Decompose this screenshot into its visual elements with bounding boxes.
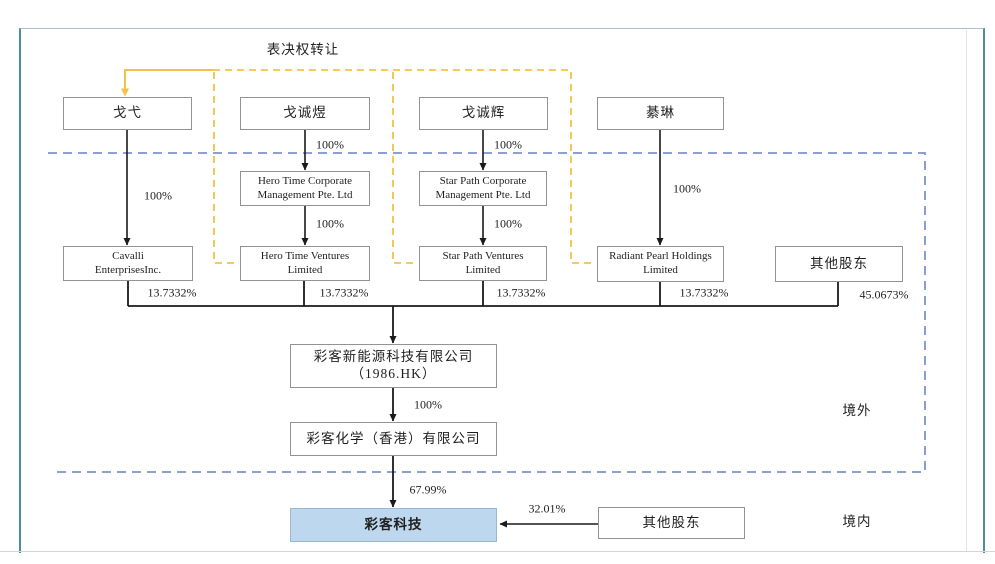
- node-label: 戈诚煜: [283, 105, 327, 121]
- node-label-line1: Cavalli: [112, 249, 144, 262]
- region-label-offshore: 境外: [842, 403, 872, 418]
- percent-chemicalhk-caiketech: 67.99%: [409, 482, 447, 497]
- node-qi-lin: 綦琳: [597, 97, 724, 130]
- node-caike-chemical-hk: 彩客化学（香港）有限公司: [290, 422, 497, 456]
- percent-radiant-stake: 13.7332%: [679, 285, 729, 300]
- node-label-line1: Hero Time Corporate: [257, 174, 353, 187]
- node-label: 其他股东: [810, 255, 868, 271]
- diagram-title: 表决权转让: [266, 42, 340, 57]
- node-label-line2: Limited: [465, 263, 501, 276]
- percent-cavalli-stake: 13.7332%: [147, 285, 197, 300]
- offshore-boundary-dashed: [48, 152, 926, 473]
- node-label-line1: Star Path Ventures: [442, 249, 524, 262]
- node-label-line2: Limited: [643, 264, 678, 276]
- percent-heroventures-stake: 13.7332%: [319, 285, 369, 300]
- bottom-divider: [0, 551, 995, 552]
- node-label-line1: Radiant Pearl Holdings: [609, 250, 712, 263]
- percent-geyi-cavalli: 100%: [144, 188, 172, 203]
- node-hero-time-corporate: Hero Time Corporate Management Pte. Ltd: [240, 171, 370, 206]
- node-label: 彩客科技: [364, 516, 423, 532]
- node-caike-new-energy: 彩客新能源科技有限公司 （1986.HK）: [290, 344, 497, 388]
- percent-gechengyu-herocorp: 100%: [316, 137, 344, 152]
- node-star-path-ventures: Star Path Ventures Limited: [419, 246, 547, 281]
- percent-starcorp-starventures: 100%: [494, 216, 522, 231]
- percent-herocorp-heroventures: 100%: [316, 216, 344, 231]
- diagram-frame: [19, 28, 985, 553]
- node-label-line1: 彩客新能源科技有限公司: [313, 349, 474, 365]
- percent-qilin-radiant: 100%: [673, 181, 701, 196]
- node-label-line2: Management Pte. Ltd: [257, 188, 353, 201]
- voting-transfer-dashed-radiant: [570, 72, 594, 264]
- node-other-shareholders-onshore: 其他股东: [598, 507, 745, 539]
- node-star-path-corporate: Star Path Corporate Management Pte. Ltd: [419, 171, 547, 206]
- node-hero-time-ventures: Hero Time Ventures Limited: [240, 246, 370, 281]
- node-label: 彩客化学（香港）有限公司: [306, 430, 481, 446]
- voting-transfer-dashed-star: [392, 72, 416, 264]
- percent-othershareholders-offshore-stake: 45.0673%: [859, 287, 909, 302]
- node-label: 綦琳: [646, 105, 675, 121]
- node-label: 戈诚辉: [461, 105, 506, 121]
- voting-transfer-arrow: [121, 69, 213, 97]
- node-label-line2: （1986.HK）: [350, 366, 437, 381]
- node-label: 其他股东: [642, 514, 701, 530]
- shareholder-bus: [127, 281, 839, 307]
- percent-othershareholders-onshore-stake: 32.01%: [528, 501, 566, 516]
- voting-transfer-dashed-hero: [213, 72, 237, 264]
- node-cavalli-enterprises: Cavalli EnterprisesInc.: [63, 246, 193, 281]
- node-label-line2: Limited: [287, 263, 323, 276]
- percent-gechenghui-starcorp: 100%: [494, 137, 522, 152]
- node-ge-chenghui: 戈诚辉: [419, 97, 548, 130]
- node-caike-tech: 彩客科技: [290, 508, 497, 542]
- percent-newenergy-chemicalhk: 100%: [414, 397, 442, 412]
- region-label-onshore: 境内: [842, 514, 872, 529]
- node-label-line2: EnterprisesInc.: [94, 263, 162, 276]
- node-radiant-pearl-holdings: Radiant Pearl Holdings Limited: [597, 246, 724, 282]
- node-label-line1: Star Path Corporate: [439, 174, 527, 187]
- node-label-line2: Management Pte. Ltd: [435, 188, 531, 201]
- percent-starventures-stake: 13.7332%: [496, 285, 546, 300]
- node-ge-chengyu: 戈诚煜: [240, 97, 370, 130]
- node-other-shareholders-offshore: 其他股东: [775, 246, 903, 282]
- node-label: 戈弋: [113, 105, 142, 121]
- node-ge-yi: 戈弋: [63, 97, 192, 130]
- right-faint-divider: [966, 30, 967, 551]
- node-label-line1: Hero Time Ventures: [260, 249, 350, 262]
